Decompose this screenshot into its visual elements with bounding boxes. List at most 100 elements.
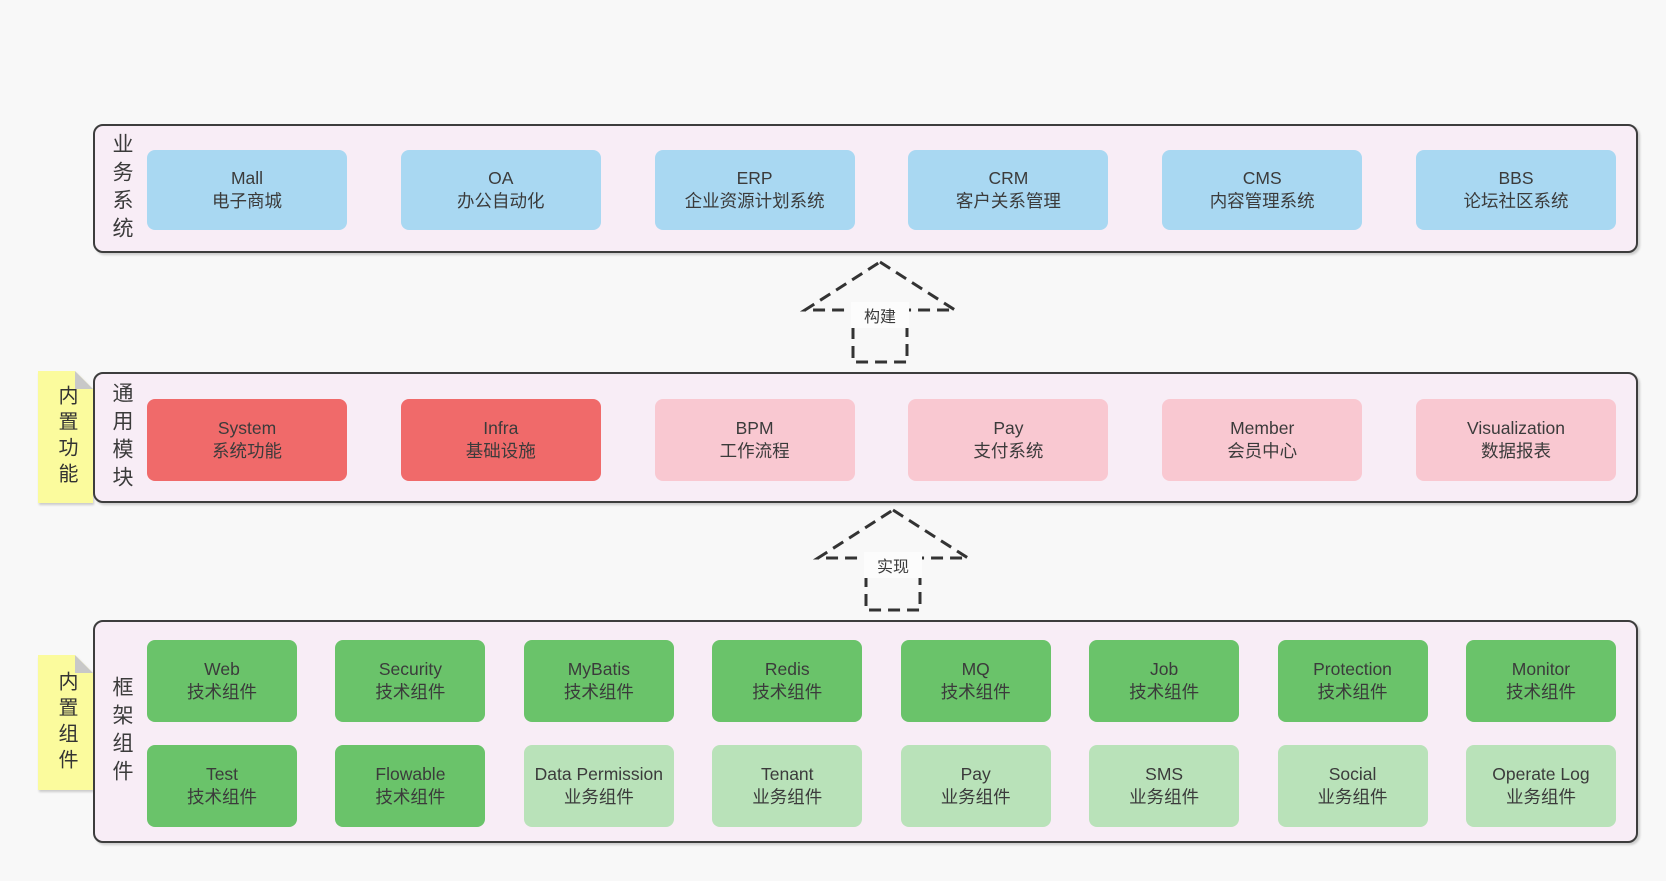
arrow-build-icon: [799, 260, 961, 364]
box-title: Flowable: [375, 764, 446, 784]
box-title: Operate Log: [1492, 764, 1590, 784]
box-title: ERP: [736, 168, 773, 188]
box-title: Monitor: [1511, 659, 1571, 679]
box-subtitle: 业务组件: [752, 787, 823, 807]
framework-components-panel: 框架组件 Web 技术组件 Security 技术组件 MyBatis 技术组件…: [93, 620, 1638, 843]
box-visualization: Visualization 数据报表: [1415, 399, 1616, 481]
box-title: Visualization: [1467, 418, 1565, 438]
box-title: Job: [1150, 659, 1179, 679]
box-subtitle: 企业资源计划系统: [684, 191, 825, 211]
box-monitor: Monitor 技术组件: [1465, 640, 1616, 722]
box-subtitle: 业务组件: [563, 787, 634, 807]
box-title: Pay: [960, 764, 991, 784]
folded-corner-icon: [75, 371, 93, 389]
sticky-note-text: 内置功能: [55, 385, 77, 489]
box-redis: Redis 技术组件: [712, 640, 863, 722]
box-subtitle: 技术组件: [752, 682, 823, 702]
box-operate-log: Operate Log 业务组件: [1465, 745, 1616, 827]
box-title: SMS: [1145, 764, 1184, 784]
arrow-build-label: 构建: [851, 302, 909, 328]
box-test: Test 技术组件: [147, 745, 297, 827]
common-modules-row: System 系统功能 Infra 基础设施 BPM 工作流程 Pay 支付系统…: [147, 399, 1616, 481]
box-web: Web 技术组件: [147, 640, 297, 722]
box-title: Infra: [483, 418, 519, 438]
box-social: Social 业务组件: [1277, 745, 1428, 827]
box-title: System: [217, 418, 277, 438]
box-data-permission: Data Permission 业务组件: [523, 745, 674, 827]
panel-label-common-modules: 通用模块: [110, 381, 133, 494]
box-subtitle: 内容管理系统: [1209, 191, 1315, 211]
box-subtitle: 技术组件: [1129, 682, 1200, 702]
box-subtitle: 技术组件: [563, 682, 634, 702]
box-title: Security: [378, 659, 443, 679]
box-title: Social: [1328, 764, 1377, 784]
box-title: Test: [205, 764, 239, 784]
box-job: Job 技术组件: [1089, 640, 1240, 722]
box-title: Pay: [993, 418, 1024, 438]
sticky-note-builtin-features-wrap: 内置功能: [38, 371, 93, 503]
box-subtitle: 基础设施: [465, 441, 536, 461]
box-system: System 系统功能: [147, 399, 347, 481]
panel-label-business-systems: 业务系统: [110, 132, 133, 245]
box-subtitle: 数据报表: [1480, 441, 1551, 461]
box-sms: SMS 业务组件: [1089, 745, 1240, 827]
box-subtitle: 办公自动化: [457, 191, 545, 211]
box-cms: CMS 内容管理系统: [1162, 150, 1363, 230]
box-mall: Mall 电子商城: [147, 150, 347, 230]
box-subtitle: 技术组件: [375, 787, 446, 807]
box-protection: Protection 技术组件: [1277, 640, 1428, 722]
sticky-note-builtin-components-wrap: 内置组件: [38, 655, 93, 790]
business-systems-panel: 业务系统 Mall 电子商城 OA 办公自动化 ERP 企业资源计划系统 CRM…: [93, 124, 1638, 253]
box-title: BPM: [735, 418, 774, 438]
folded-corner-icon: [75, 655, 93, 673]
box-title: Protection: [1313, 659, 1392, 679]
box-title: Member: [1230, 418, 1295, 438]
box-subtitle: 支付系统: [973, 441, 1044, 461]
box-mybatis: MyBatis 技术组件: [523, 640, 674, 722]
sticky-note-builtin-features: 内置功能: [38, 371, 93, 503]
box-subtitle: 技术组件: [187, 682, 257, 702]
box-pay-component: Pay 业务组件: [900, 745, 1051, 827]
box-subtitle: 工作流程: [719, 441, 790, 461]
box-title: Tenant: [760, 764, 814, 784]
box-member: Member 会员中心: [1162, 399, 1363, 481]
business-systems-row: Mall 电子商城 OA 办公自动化 ERP 企业资源计划系统 CRM 客户关系…: [147, 150, 1616, 230]
box-bbs: BBS 论坛社区系统: [1415, 150, 1616, 230]
arrow-implement-icon: [812, 508, 974, 612]
box-subtitle: 技术组件: [1317, 682, 1388, 702]
box-title: Redis: [764, 659, 810, 679]
box-oa: OA 办公自动化: [400, 150, 601, 230]
box-title: Data Permission: [534, 764, 664, 784]
box-subtitle: 技术组件: [187, 787, 257, 807]
box-security: Security 技术组件: [335, 640, 486, 722]
box-pay-module: Pay 支付系统: [908, 399, 1109, 481]
box-subtitle: 技术组件: [1505, 682, 1576, 702]
box-bpm: BPM 工作流程: [654, 399, 855, 481]
box-subtitle: 系统功能: [212, 441, 282, 461]
box-subtitle: 业务组件: [1317, 787, 1388, 807]
box-subtitle: 业务组件: [1505, 787, 1576, 807]
box-title: MyBatis: [567, 659, 630, 679]
box-title: BBS: [1498, 168, 1534, 188]
common-modules-panel: 通用模块 System 系统功能 Infra 基础设施 BPM 工作流程 Pay…: [93, 372, 1638, 503]
arrow-implement-label: 实现: [864, 552, 922, 578]
box-subtitle: 电子商城: [212, 191, 282, 211]
box-title: Web: [204, 659, 240, 679]
box-subtitle: 客户关系管理: [955, 191, 1061, 211]
box-subtitle: 技术组件: [375, 682, 446, 702]
box-title: MQ: [961, 659, 990, 679]
box-subtitle: 业务组件: [940, 787, 1011, 807]
box-subtitle: 会员中心: [1227, 441, 1298, 461]
sticky-note-builtin-components: 内置组件: [38, 655, 93, 790]
box-subtitle: 论坛社区系统: [1463, 191, 1569, 211]
box-subtitle: 业务组件: [1129, 787, 1200, 807]
box-title: Mall: [230, 168, 264, 188]
box-tenant: Tenant 业务组件: [712, 745, 863, 827]
panel-label-framework-components: 框架组件: [110, 675, 133, 788]
box-infra: Infra 基础设施: [400, 399, 601, 481]
framework-components-row-1: Web 技术组件 Security 技术组件 MyBatis 技术组件 Redi…: [147, 640, 1616, 722]
box-erp: ERP 企业资源计划系统: [654, 150, 855, 230]
box-mq: MQ 技术组件: [900, 640, 1051, 722]
box-title: CMS: [1242, 168, 1282, 188]
